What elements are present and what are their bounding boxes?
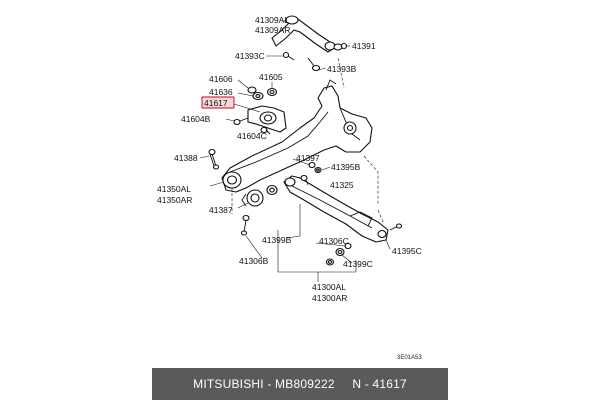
- trailing-arm-part: [221, 79, 373, 193]
- label-41636: 41636: [209, 87, 233, 97]
- label-41309al: 41309AL: [255, 15, 289, 25]
- caption-bar: MITSUBISHI - MB809222 N - 41617: [152, 368, 448, 400]
- label-41306c: 41306C: [319, 236, 349, 246]
- diagram-code: 3E01A53: [397, 355, 422, 361]
- label-41306b: 41306B: [239, 256, 269, 266]
- label-41325: 41325: [330, 180, 354, 190]
- highlight-box-41617: [201, 96, 235, 109]
- caption-text: MITSUBISHI - MB809222 N - 41617: [193, 377, 407, 391]
- label-41395c: 41395C: [392, 246, 422, 256]
- dashed-guide-lines: [231, 57, 385, 225]
- label-41387: 41387: [209, 205, 233, 215]
- label-41388: 41388: [174, 153, 198, 163]
- bolt-41306c-part: [325, 258, 335, 266]
- label-41604b: 41604B: [181, 114, 211, 124]
- label-41350al: 41350AL: [157, 184, 191, 194]
- lower-link-part: [283, 175, 389, 243]
- label-41617: 41617: [204, 98, 228, 108]
- label-41399c: 41399C: [343, 259, 373, 269]
- bolt-41391-part: [333, 42, 348, 51]
- label-41395b: 41395B: [331, 162, 361, 172]
- label-41399b: 41399B: [262, 235, 292, 245]
- label-41300al: 41300AL: [312, 282, 346, 292]
- bushing-41617-part: [247, 105, 287, 133]
- bolt-41604c-part: [260, 126, 271, 135]
- bolt-41395c-part: [389, 223, 403, 231]
- nut-41605-part: [266, 87, 278, 97]
- bushing-41387-part: [241, 189, 264, 207]
- label-41393c: 41393C: [235, 51, 265, 61]
- bolt-41393c-part: [282, 51, 295, 61]
- nut-41395b-part: [314, 166, 322, 174]
- bolt-41306b-part: [240, 214, 250, 236]
- washer-41397-part: [308, 161, 316, 169]
- label-41300ar: 41300AR: [312, 293, 347, 303]
- bushing-41399c-part: [335, 247, 345, 257]
- washer-41636-part: [252, 91, 264, 101]
- label-41604c: 41604C: [237, 131, 267, 141]
- label-41350ar: 41350AR: [157, 195, 192, 205]
- label-41309ar: 41309AR: [255, 25, 290, 35]
- bolt-41393b-part: [307, 57, 321, 72]
- label-41605: 41605: [259, 72, 283, 82]
- label-41393b: 41393B: [327, 64, 357, 74]
- bolt-41388-part: [208, 148, 220, 170]
- label-41391: 41391: [352, 41, 376, 51]
- leader-lines: [199, 20, 391, 282]
- bushing-41325-part: [300, 174, 308, 182]
- label-41606: 41606: [209, 74, 233, 84]
- bushing-41606-part: [247, 86, 257, 94]
- bushing-41387b-part: [266, 184, 278, 196]
- label-41397: 41397: [296, 153, 320, 163]
- bolt-41604b-part: [233, 117, 249, 126]
